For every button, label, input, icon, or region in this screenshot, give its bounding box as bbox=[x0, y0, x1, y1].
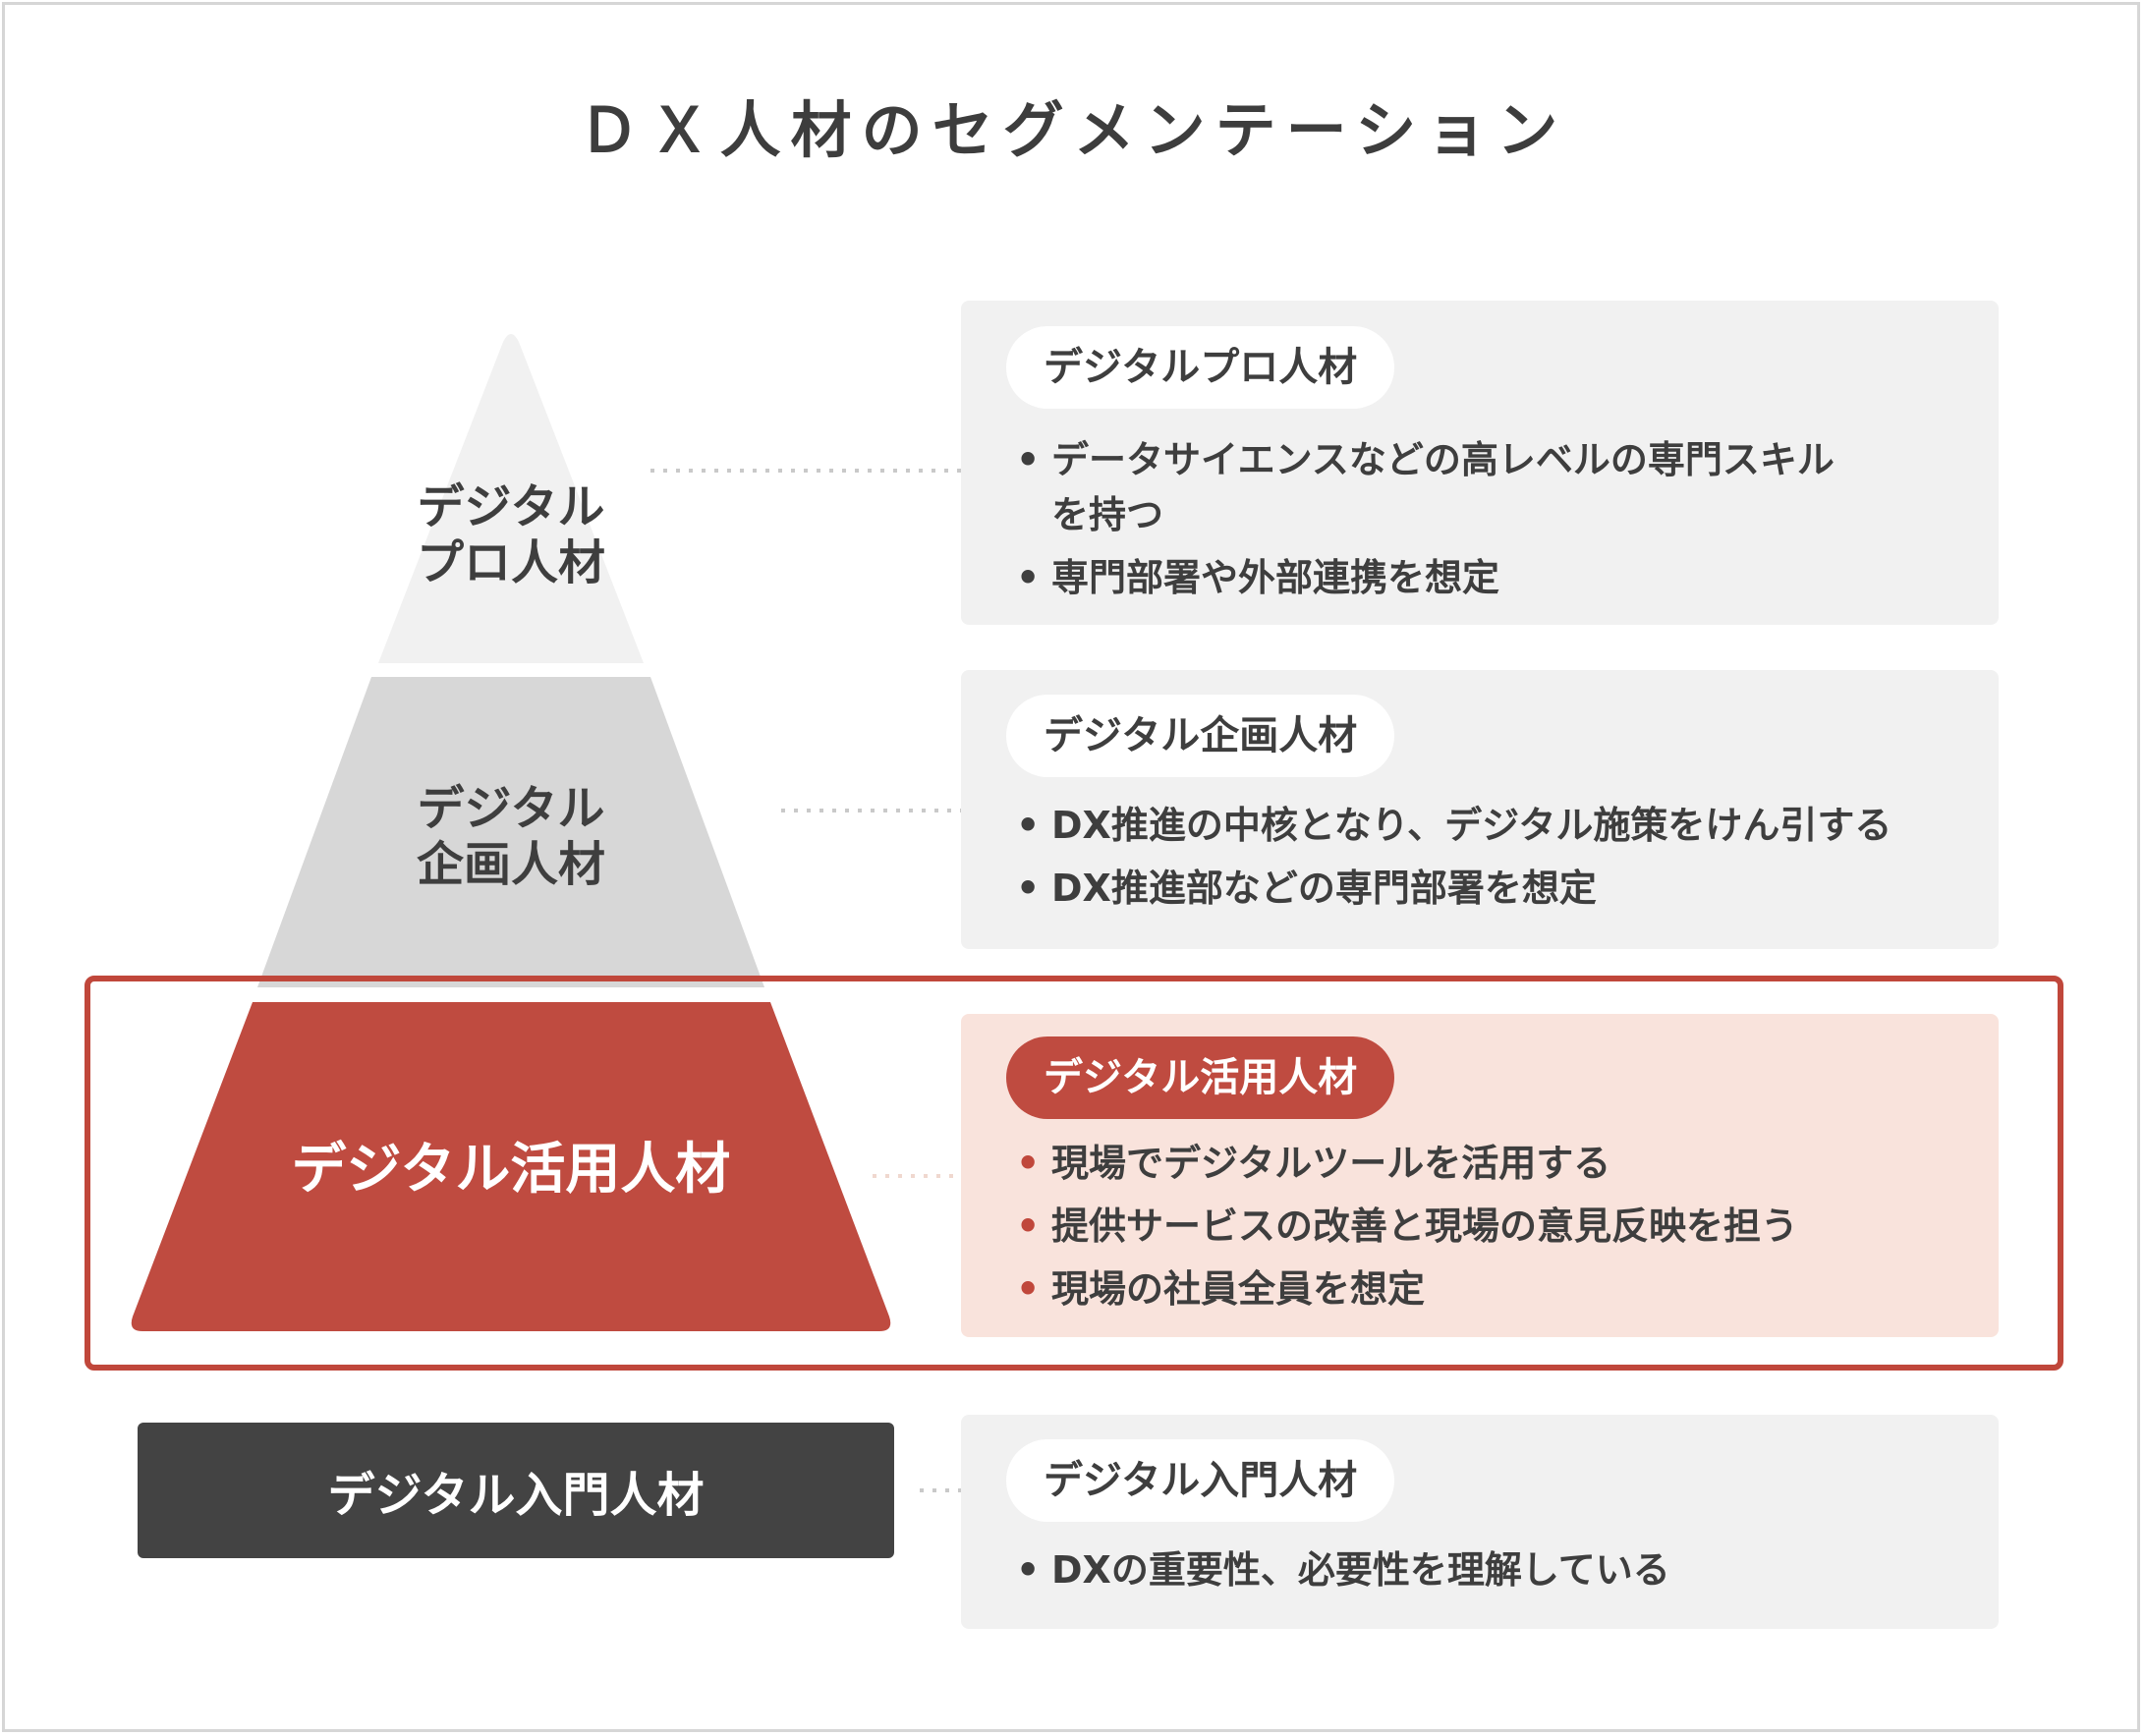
bullet-item: 提供サービスの改善と現場の意見反映を担う bbox=[1016, 1199, 1798, 1254]
card-digital-planning: デジタル企画人材 DX推進の中核となり、デジタル施策をけん引する DX推進部など… bbox=[961, 670, 1999, 949]
pyramid-label-tier-1: デジタル プロ人材 bbox=[416, 479, 605, 590]
card-digital-entry: デジタル入門人材 DXの重要性、必要性を理解している bbox=[961, 1415, 1999, 1629]
diagram-title: ＤＸ人材のセグメンテーション bbox=[578, 94, 1568, 166]
card-title-pill: デジタル入門人材 bbox=[1006, 1439, 1395, 1522]
bullet-item: 現場の社員全員を想定 bbox=[1016, 1261, 1798, 1316]
bullet-item: データサイエンスなどの高レベルの専門スキル を持つ bbox=[1016, 432, 1835, 542]
card-bullet-list: データサイエンスなどの高レベルの専門スキル を持つ 専門部署や外部連携を想定 bbox=[1016, 432, 1835, 613]
bullet-item: 専門部署や外部連携を想定 bbox=[1016, 550, 1835, 605]
card-bullet-list: DX推進の中核となり、デジタル施策をけん引する DX推進部などの専門部署を想定 bbox=[1016, 798, 1892, 924]
bullet-item: 現場でデジタルツールを活用する bbox=[1016, 1136, 1798, 1191]
card-digital-pro: デジタルプロ人材 データサイエンスなどの高レベルの専門スキル を持つ 専門部署や… bbox=[961, 301, 1999, 625]
pyramid-label-tier-3: デジタル活用人材 bbox=[291, 1138, 731, 1202]
pyramid-tier-1 bbox=[378, 334, 644, 663]
bullet-item: DXの重要性、必要性を理解している bbox=[1016, 1542, 1670, 1597]
bullet-item: DX推進部などの専門部署を想定 bbox=[1016, 861, 1892, 916]
card-digital-utilization: デジタル活用人材 現場でデジタルツールを活用する 提供サービスの改善と現場の意見… bbox=[961, 1014, 1999, 1337]
card-title-pill: デジタルプロ人材 bbox=[1006, 326, 1395, 409]
highlight-outline bbox=[85, 976, 2063, 1371]
card-bullet-list: 現場でデジタルツールを活用する 提供サービスの改善と現場の意見反映を担う 現場の… bbox=[1016, 1136, 1798, 1324]
pyramid-label-tier-2: デジタル 企画人材 bbox=[416, 781, 605, 892]
pyramid-tier-3 bbox=[131, 1002, 891, 1331]
pyramid-tier-2 bbox=[257, 677, 764, 987]
card-bullet-list: DXの重要性、必要性を理解している bbox=[1016, 1542, 1670, 1605]
entry-level-label: デジタル入門人材 bbox=[327, 1468, 705, 1523]
entry-level-box: デジタル入門人材 bbox=[138, 1423, 894, 1558]
bullet-item: DX推進の中核となり、デジタル施策をけん引する bbox=[1016, 798, 1892, 853]
card-title-pill: デジタル企画人材 bbox=[1006, 695, 1395, 777]
card-title-pill: デジタル活用人材 bbox=[1006, 1036, 1395, 1119]
